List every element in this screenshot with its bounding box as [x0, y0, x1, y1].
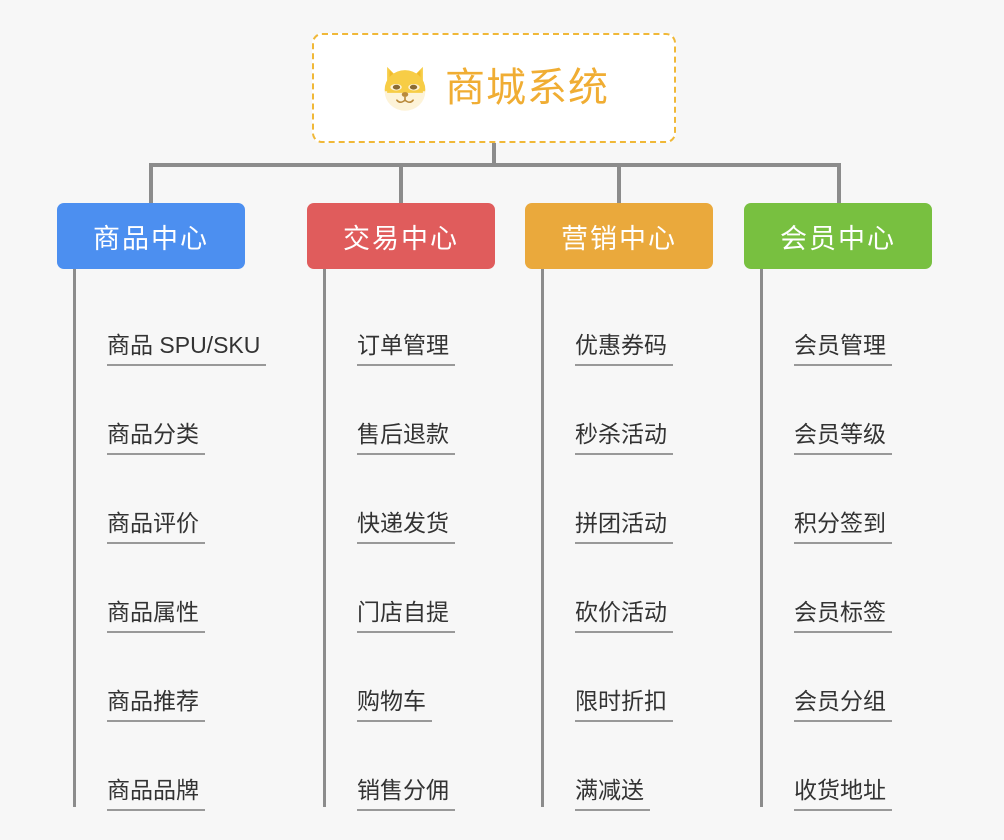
list-item[interactable]: 限时折扣: [541, 639, 740, 728]
category-header-trade-center[interactable]: 交易中心: [307, 203, 495, 269]
list-item-label: 满减送: [575, 777, 650, 811]
list-item-label: 优惠券码: [575, 332, 673, 366]
connector-drop-market: [617, 163, 621, 205]
category-header-marketing-center[interactable]: 营销中心: [525, 203, 713, 269]
list-item[interactable]: 会员标签: [760, 550, 959, 639]
list-item[interactable]: 秒杀活动: [541, 372, 740, 461]
list-item-label: 砍价活动: [575, 599, 673, 633]
list-item[interactable]: 会员分组: [760, 639, 959, 728]
root-node-title: 商城系统: [445, 66, 609, 110]
list-item-label: 商品 SPU/SKU: [107, 332, 267, 366]
list-item[interactable]: 商品属性: [73, 550, 307, 639]
item-list-member-center: 会员管理 会员等级 积分签到 会员标签 会员分组 收货地址: [744, 269, 959, 817]
column-trade-center: 交易中心 订单管理 售后退款 快递发货 门店自提 购物车 销售分佣: [307, 203, 522, 817]
root-node-shopping-mall-system[interactable]: 商城系统: [312, 33, 676, 143]
list-item-label: 商品评价: [107, 510, 205, 544]
connector-root-stem: [492, 143, 496, 165]
list-item[interactable]: 快递发货: [323, 461, 522, 550]
list-item-label: 售后退款: [357, 421, 455, 455]
category-header-label: 交易中心: [343, 223, 459, 254]
list-item-label: 订单管理: [357, 332, 455, 366]
column-member-center: 会员中心 会员管理 会员等级 积分签到 会员标签 会员分组 收货地址: [744, 203, 959, 817]
category-header-label: 商品中心: [93, 223, 209, 254]
list-item-label: 商品推荐: [107, 688, 205, 722]
list-item-label: 快递发货: [357, 510, 455, 544]
column-goods-center: 商品中心 商品 SPU/SKU 商品分类 商品评价 商品属性 商品推荐 商品品牌: [57, 203, 307, 817]
list-item[interactable]: 满减送: [541, 728, 740, 817]
list-item[interactable]: 售后退款: [323, 372, 522, 461]
list-item[interactable]: 订单管理: [323, 283, 522, 372]
category-header-label: 营销中心: [561, 223, 677, 254]
column-marketing-center: 营销中心 优惠券码 秒杀活动 拼团活动 砍价活动 限时折扣 满减送: [525, 203, 740, 817]
list-item[interactable]: 购物车: [323, 639, 522, 728]
list-item[interactable]: 拼团活动: [541, 461, 740, 550]
list-item-label: 商品属性: [107, 599, 205, 633]
list-item-label: 积分签到: [794, 510, 892, 544]
list-item-label: 会员标签: [794, 599, 892, 633]
item-list-marketing-center: 优惠券码 秒杀活动 拼团活动 砍价活动 限时折扣 满减送: [525, 269, 740, 817]
list-item[interactable]: 积分签到: [760, 461, 959, 550]
list-item[interactable]: 砍价活动: [541, 550, 740, 639]
item-list-trade-center: 订单管理 售后退款 快递发货 门店自提 购物车 销售分佣: [307, 269, 522, 817]
list-item-label: 拼团活动: [575, 510, 673, 544]
list-item[interactable]: 商品评价: [73, 461, 307, 550]
connector-bus-bar: [149, 163, 841, 167]
category-header-label: 会员中心: [780, 223, 896, 254]
connector-drop-goods: [149, 163, 153, 205]
list-item-label: 限时折扣: [575, 688, 673, 722]
list-item[interactable]: 商品推荐: [73, 639, 307, 728]
list-item[interactable]: 优惠券码: [541, 283, 740, 372]
list-item-label: 购物车: [357, 688, 432, 722]
list-item-label: 门店自提: [357, 599, 455, 633]
list-item-label: 收货地址: [794, 777, 892, 811]
list-item-label: 商品分类: [107, 421, 205, 455]
list-item[interactable]: 会员等级: [760, 372, 959, 461]
list-item-label: 秒杀活动: [575, 421, 673, 455]
list-item[interactable]: 销售分佣: [323, 728, 522, 817]
category-header-member-center[interactable]: 会员中心: [744, 203, 932, 269]
connector-drop-member: [837, 163, 841, 205]
list-item[interactable]: 门店自提: [323, 550, 522, 639]
list-item[interactable]: 收货地址: [760, 728, 959, 817]
list-item-label: 会员等级: [794, 421, 892, 455]
connector-drop-trade: [399, 163, 403, 205]
shiba-dog-icon: [379, 62, 431, 114]
list-item[interactable]: 会员管理: [760, 283, 959, 372]
list-item-label: 销售分佣: [357, 777, 455, 811]
list-item-label: 会员管理: [794, 332, 892, 366]
category-header-goods-center[interactable]: 商品中心: [57, 203, 245, 269]
list-item[interactable]: 商品分类: [73, 372, 307, 461]
list-item-label: 商品品牌: [107, 777, 205, 811]
item-list-goods-center: 商品 SPU/SKU 商品分类 商品评价 商品属性 商品推荐 商品品牌: [57, 269, 307, 817]
list-item-label: 会员分组: [794, 688, 892, 722]
list-item[interactable]: 商品品牌: [73, 728, 307, 817]
list-item[interactable]: 商品 SPU/SKU: [73, 283, 307, 372]
